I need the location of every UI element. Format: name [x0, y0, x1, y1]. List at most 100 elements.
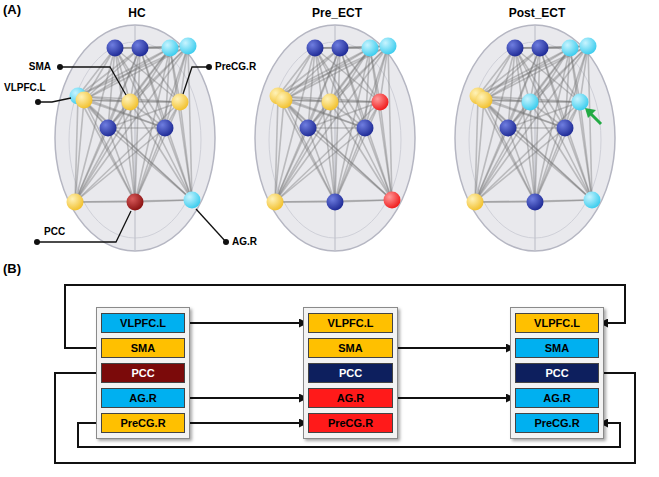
- brain-region-sphere: [527, 194, 544, 211]
- brain-region-sphere: [267, 194, 284, 211]
- region-label: PCC: [44, 226, 65, 238]
- brain-outline: [55, 25, 215, 251]
- leader-line: [37, 211, 131, 242]
- brain-region-sphere: [162, 40, 179, 57]
- connectivity-line: [478, 96, 535, 202]
- connectivity-line: [508, 46, 588, 128]
- region-label: AG.R: [232, 236, 257, 248]
- brain-region-sphere: [122, 94, 139, 111]
- connectivity-line: [535, 200, 592, 202]
- connectivity-line: [365, 128, 392, 200]
- brain-region-sphere: [127, 194, 144, 211]
- transition-arrow: [185, 422, 308, 424]
- brain-region-sphere: [100, 120, 117, 137]
- region-row: AG.R: [101, 388, 185, 408]
- connectivity-line: [108, 46, 188, 128]
- region-label: PreCG.R: [215, 61, 256, 73]
- connectivity-line: [75, 102, 130, 202]
- connectivity-line: [75, 46, 188, 202]
- connectivity-line: [108, 127, 165, 129]
- region-row: VLPFC.L: [515, 313, 599, 333]
- brain-region-sphere: [467, 194, 484, 211]
- leader-line: [60, 67, 126, 95]
- region-name: VLPFC.L: [102, 314, 184, 332]
- brain-region-sphere: [584, 192, 601, 209]
- connectivity-line: [75, 102, 180, 202]
- region-row: PCC: [308, 363, 393, 383]
- connectivity-line: [135, 200, 192, 202]
- region-name: PCC: [102, 364, 184, 382]
- leader-dot: [206, 64, 212, 70]
- transition-arrow: [393, 397, 515, 399]
- connectivity-line: [330, 102, 335, 202]
- brain-region-sphere: [562, 40, 579, 57]
- region-label: SMA: [29, 61, 51, 73]
- connectivity-line: [275, 102, 330, 202]
- connectivity-line: [78, 96, 135, 202]
- brain-region-sphere: [357, 120, 374, 137]
- panel-label: (B): [3, 262, 21, 277]
- region-row: PCC: [515, 363, 599, 383]
- region-name: VLPFC.L: [516, 314, 598, 332]
- brain-region-sphere: [76, 92, 93, 109]
- connectivity-line: [535, 128, 565, 202]
- region-row: PreCG.R: [101, 413, 185, 433]
- group-box: VLPFC.L SMA PCC AG.R PreCG.R: [510, 307, 604, 439]
- region-name: AG.R: [102, 389, 184, 407]
- brain-region-sphere: [332, 40, 349, 57]
- region-name: VLPFC.L: [309, 314, 392, 332]
- brain-region-sphere: [522, 94, 539, 111]
- region-row: PCC: [101, 363, 185, 383]
- brain-region-sphere: [180, 38, 197, 55]
- leader-dot: [223, 239, 229, 245]
- brain-region-sphere: [372, 94, 389, 111]
- brain-outline: [455, 25, 615, 251]
- leader-line: [38, 98, 71, 102]
- connectivity-line: [475, 46, 588, 202]
- connectivity-line: [535, 46, 588, 202]
- brain-region-sphere: [507, 40, 524, 57]
- region-row: SMA: [515, 338, 599, 358]
- connectivity-line: [135, 128, 165, 202]
- region-row: PreCG.R: [308, 413, 393, 433]
- leader-dot: [34, 239, 40, 245]
- brain-region-sphere: [307, 40, 324, 57]
- connectivity-line: [335, 46, 388, 202]
- region-name: PCC: [516, 364, 598, 382]
- brain-region-sphere: [300, 120, 317, 137]
- brain-region-sphere: [384, 192, 401, 209]
- connectivity-line: [165, 128, 192, 200]
- brain-region-sphere: [580, 38, 597, 55]
- region-name: SMA: [516, 339, 598, 357]
- connectivity-line: [308, 127, 365, 129]
- leader-line: [196, 209, 226, 242]
- connectivity-line: [565, 128, 592, 200]
- transition-arrow: [393, 347, 515, 349]
- brain-region-sphere: [132, 40, 149, 57]
- region-name: PreCG.R: [309, 414, 392, 432]
- connectivity-line: [308, 46, 388, 128]
- connectivity-line: [275, 128, 308, 202]
- leader-line: [183, 67, 209, 94]
- brain-region-sphere: [184, 192, 201, 209]
- region-name: PreCG.R: [516, 414, 598, 432]
- connectivity-line: [508, 127, 565, 129]
- connectivity-line: [335, 128, 365, 202]
- connectivity-line: [475, 102, 530, 202]
- group-box: VLPFC.LSMAPCCAG.RPreCG.R: [96, 307, 190, 439]
- brain-region-sphere: [157, 120, 174, 137]
- connectivity-line: [75, 128, 108, 202]
- region-row: VLPFC.L: [308, 313, 393, 333]
- connectivity-line: [275, 128, 365, 202]
- brain-region-sphere: [532, 40, 549, 57]
- connectivity-line: [475, 102, 580, 202]
- region-name: AG.R: [516, 389, 598, 407]
- connectivity-line: [475, 128, 565, 202]
- connectivity-line: [335, 200, 392, 202]
- brain-region-sphere: [322, 94, 339, 111]
- connectivity-line: [475, 128, 508, 202]
- connectivity-line: [278, 96, 335, 202]
- highlight-arrowhead: [585, 108, 596, 118]
- brain-region-sphere: [476, 92, 493, 109]
